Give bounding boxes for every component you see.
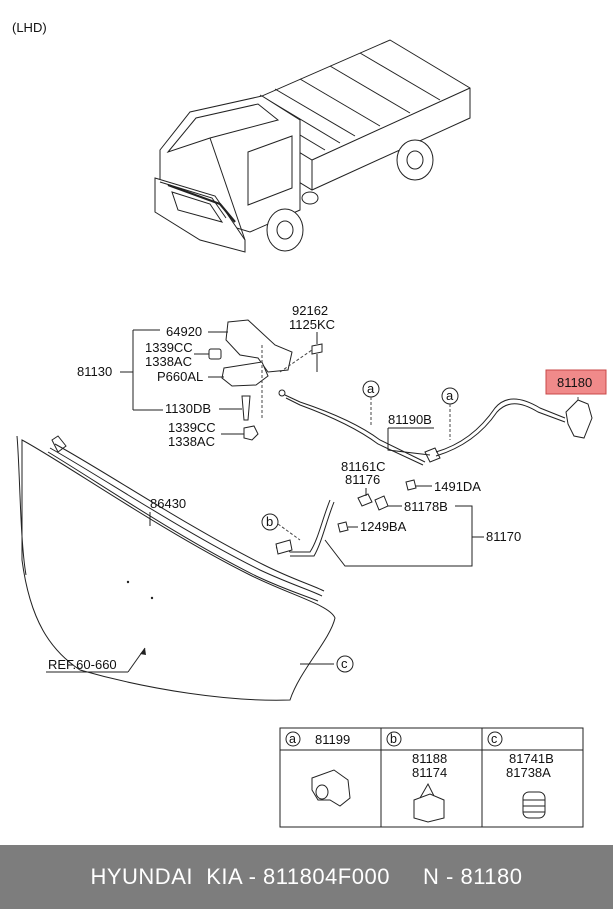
- bolt-part: [241, 395, 251, 421]
- callout-c-letter: c: [341, 656, 348, 671]
- label-81176: 81176: [345, 472, 380, 487]
- variant-label: (LHD): [12, 20, 47, 35]
- footer-spacer: [390, 864, 423, 889]
- label-1491DA: 1491DA: [434, 479, 481, 494]
- legend-a-letter: a: [289, 732, 296, 746]
- grommet-top-part: [208, 348, 222, 360]
- legend-c-part-2: 81738A: [506, 765, 551, 780]
- truck-illustration: [154, 39, 471, 253]
- callout-c: [336, 655, 354, 673]
- legend-c-part-1: 81741B: [509, 751, 554, 766]
- label-81130: 81130: [77, 364, 112, 379]
- hood-release-handle-part: [565, 399, 593, 439]
- label-81190B: 81190B: [388, 412, 432, 427]
- label-1249BA: 1249BA: [360, 519, 407, 534]
- clip-81188-part: [413, 793, 445, 823]
- ref-label: REF.60-660: [48, 657, 117, 672]
- footer-n-prefix: N -: [423, 864, 461, 889]
- legend-c-letter: c: [491, 732, 497, 746]
- footer-brand: HYUNDAI KIA: [90, 864, 242, 889]
- callout-a-2-letter: a: [446, 388, 454, 403]
- bolt-92162-part: [311, 343, 323, 355]
- label-1338AC-bot: 1338AC: [168, 434, 215, 449]
- label-1339CC-top: 1339CC: [145, 340, 193, 355]
- legend-b-part-2: 81174: [412, 765, 447, 780]
- parts-diagram: (LHD): [12, 20, 607, 828]
- latch-bracket-part: [225, 319, 293, 373]
- label-81170: 81170: [486, 529, 521, 544]
- latch-assembly: [208, 319, 323, 441]
- label-64920: 64920: [166, 324, 202, 339]
- secondary-cable: [275, 479, 417, 557]
- footer-n-value: 81180: [460, 864, 523, 889]
- label-81178B: 81178B: [404, 499, 448, 514]
- latch-body-part: [221, 361, 269, 387]
- footer-separator: -: [241, 864, 264, 889]
- highlight-box-81180: [545, 369, 607, 395]
- footer-part-number: 811804F000: [263, 864, 390, 889]
- callout-b-letter: b: [266, 514, 273, 529]
- label-1338AC-top: 1338AC: [145, 354, 192, 369]
- legend-a-part-1: 81199: [315, 732, 350, 747]
- label-92162: 92162: [292, 303, 328, 318]
- legend-b-letter: b: [390, 732, 397, 746]
- hood-panel: [16, 435, 336, 701]
- label-1339CC-bot: 1339CC: [168, 420, 216, 435]
- label-81180: 81180: [557, 375, 592, 390]
- nut-bottom-part: [243, 425, 259, 441]
- callout-b: [261, 513, 279, 531]
- label-P660AL: P660AL: [157, 369, 203, 384]
- part-footer-bar: HYUNDAI KIA - 811804F000 N - 81180: [0, 845, 613, 909]
- label-1130DB: 1130DB: [165, 401, 211, 416]
- bumper-81741B-part: [522, 791, 546, 819]
- legend-table: a 81199 b 81188 81174 c 81741B 81738A: [279, 727, 584, 828]
- label-86430: 86430: [150, 496, 186, 511]
- legend-b-part-1: 81188: [412, 751, 447, 766]
- label-1125KC: 1125KC: [289, 317, 335, 332]
- release-cable: [278, 389, 593, 466]
- callout-a-1-letter: a: [367, 381, 375, 396]
- label-81161C: 81161C: [341, 459, 386, 474]
